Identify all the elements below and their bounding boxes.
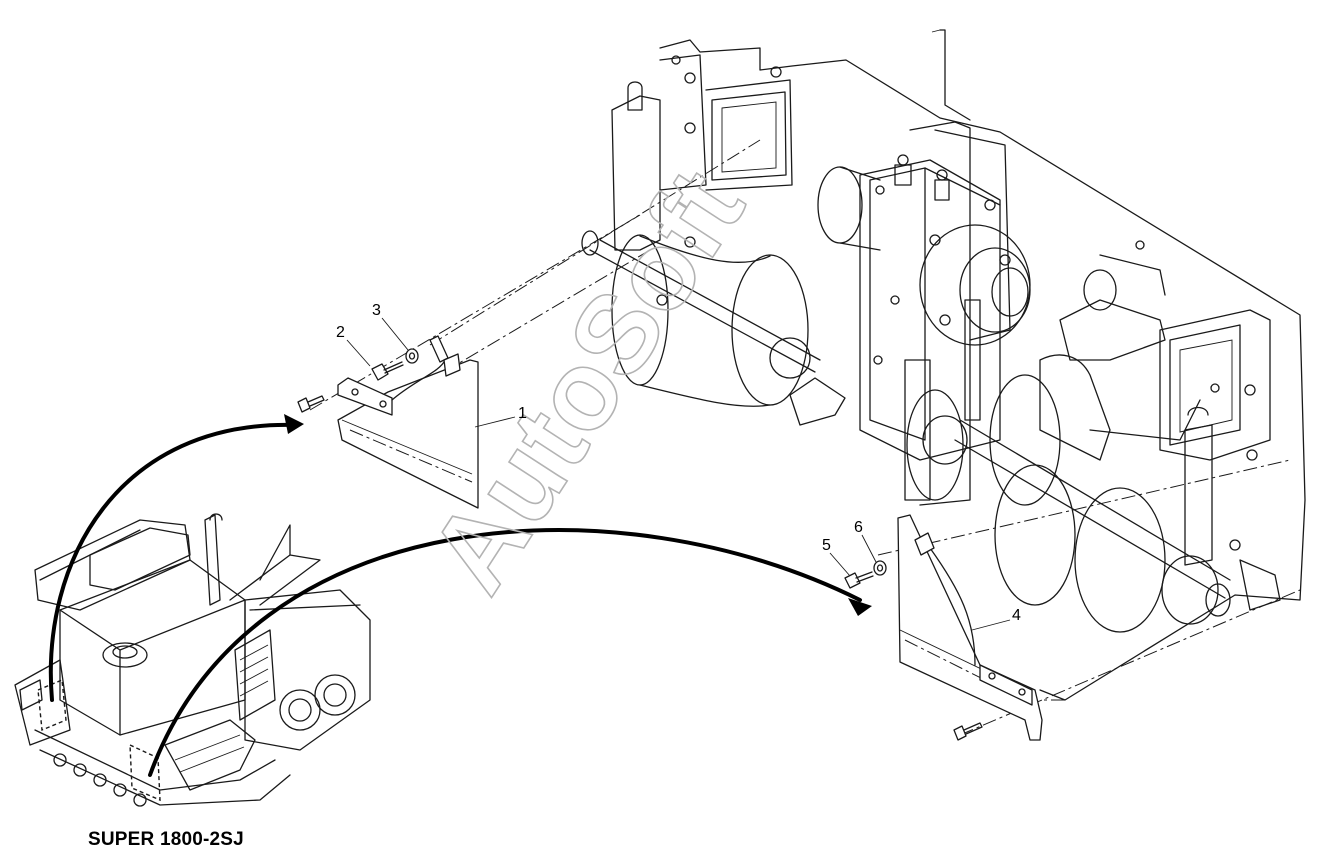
auger-frame-assembly [581, 29, 1306, 701]
callout-6: 6 [854, 519, 863, 536]
washer-3 [405, 348, 419, 364]
callout-4: 4 [1012, 607, 1021, 624]
location-arrows [48, 414, 872, 777]
leader-lines [346, 317, 1011, 631]
model-caption: SUPER 1800-2SJ [88, 829, 244, 850]
washer-6 [873, 560, 887, 576]
screw-left [297, 395, 325, 413]
guard-plate-left [337, 335, 479, 509]
callout-3: 3 [372, 302, 381, 319]
callout-1: 1 [518, 405, 527, 422]
bolt-5 [844, 571, 874, 589]
callout-5: 5 [822, 537, 831, 554]
guard-plate-right [897, 514, 1043, 741]
callout-2: 2 [336, 324, 345, 341]
screw-right [953, 722, 983, 741]
bolt-2 [371, 361, 404, 381]
paver-machine [14, 513, 371, 807]
